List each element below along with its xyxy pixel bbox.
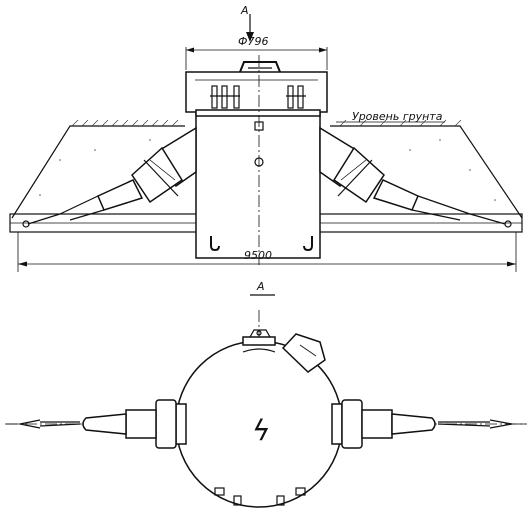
plan-view: А ϟ [5, 280, 527, 510]
lightning-symbol: ϟ [252, 414, 270, 447]
view-title: А [250, 280, 275, 296]
section-arrow-marker: А [240, 4, 254, 42]
diameter-label: Ф796 [238, 35, 268, 48]
ground-embankment: Уровень грунта [11, 110, 523, 219]
view-title-label: А [256, 280, 265, 293]
elevation-view: А Ф796 Уровень грунта [9, 4, 523, 272]
plan-right-cable [331, 399, 526, 449]
plan-bottom-clamps [214, 487, 306, 506]
lid-bolts [210, 85, 306, 109]
plan-fitting-box [281, 333, 326, 373]
diameter-dimension: Ф796 [185, 35, 328, 70]
ground-level-label: Уровень грунта [352, 110, 443, 123]
view-marker-top-label: А [240, 4, 249, 17]
length-dimension: 9500 [17, 232, 517, 272]
plan-left-cable [6, 399, 187, 449]
plan-handle [242, 329, 276, 353]
housing-body [185, 55, 328, 265]
right-cable-entry [319, 126, 512, 228]
left-cable-entry [22, 126, 197, 228]
overall-length-label: 9500 [244, 249, 272, 262]
